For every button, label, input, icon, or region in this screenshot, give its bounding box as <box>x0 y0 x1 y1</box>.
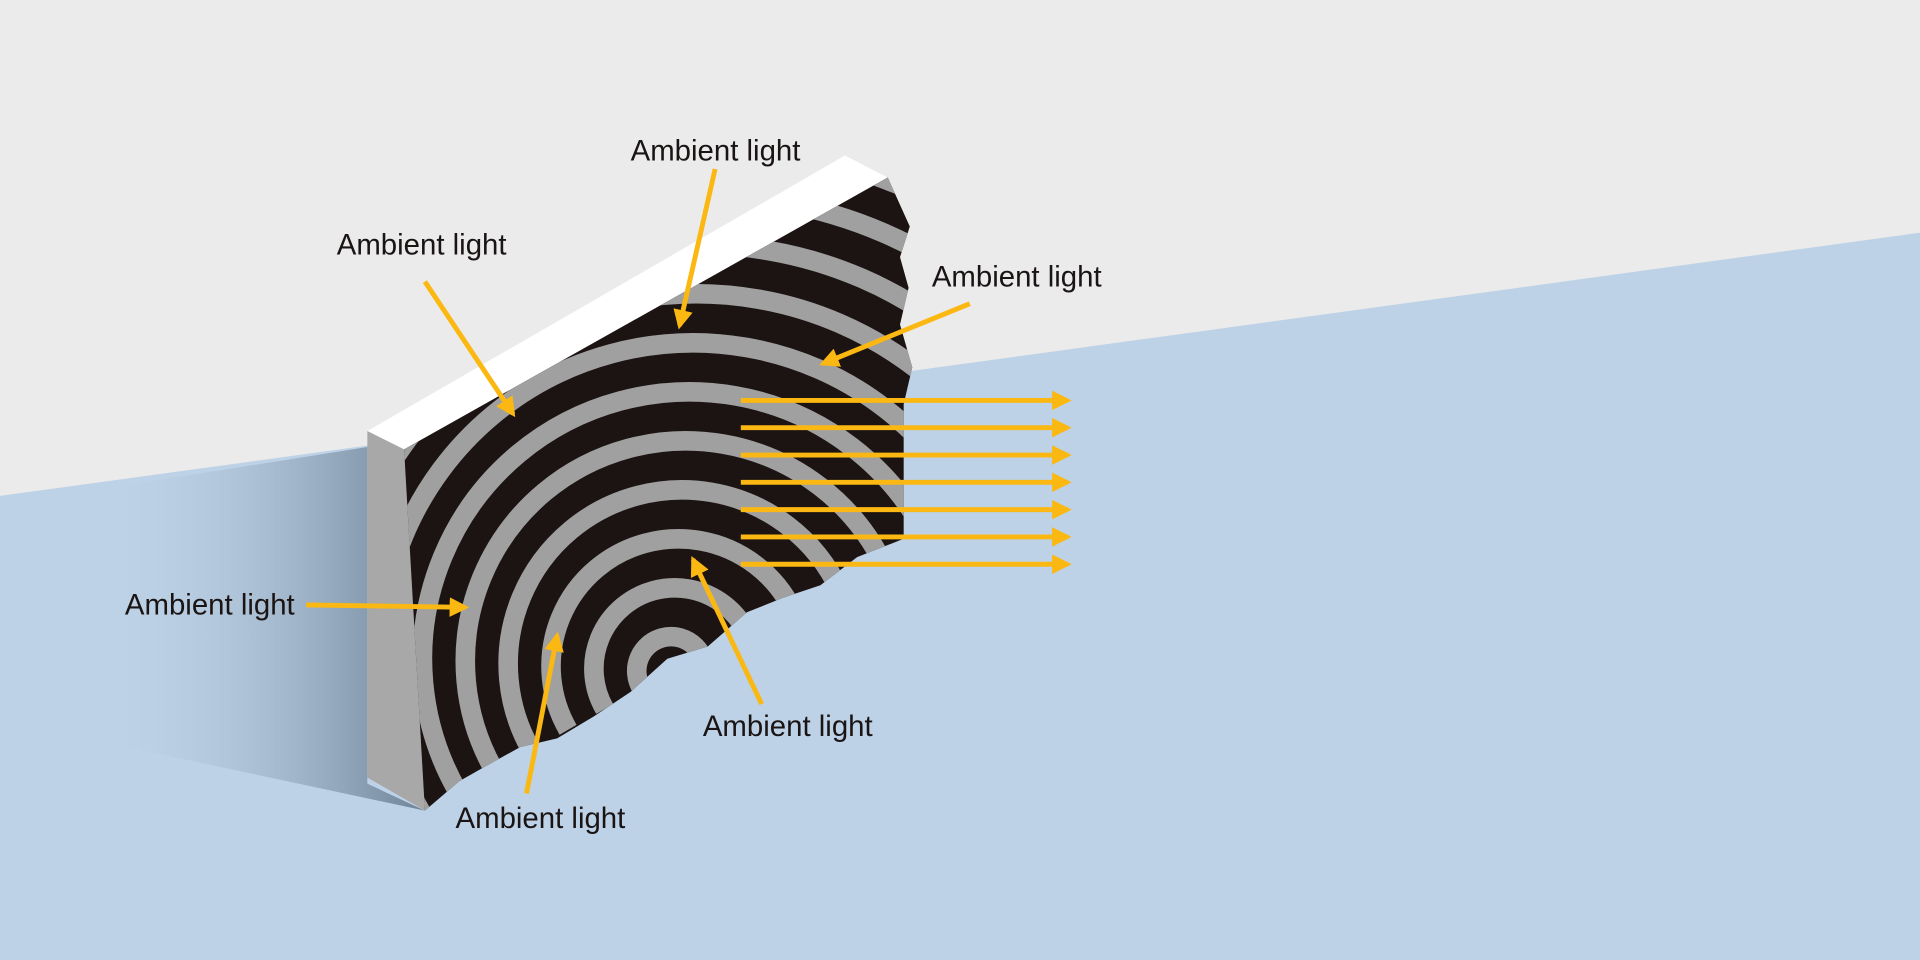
panel-top-edge <box>367 155 888 450</box>
label-ambient-light-bottom: Ambient light <box>456 802 626 835</box>
ambient-arrow-left <box>306 597 470 617</box>
ambient-arrow-bottom <box>524 631 564 794</box>
label-ambient-light-upper-right: Ambient light <box>932 261 1102 294</box>
ambient-arrow-lower-right <box>690 556 764 706</box>
panel-side-edge <box>367 431 425 811</box>
label-ambient-light-lower-right: Ambient light <box>703 710 873 743</box>
ambient-arrow-top <box>673 168 718 330</box>
fresnel-ring <box>498 480 866 756</box>
label-ambient-light-left: Ambient light <box>125 589 295 622</box>
floor <box>0 232 1920 960</box>
fresnel-ring <box>404 333 913 811</box>
ambient-arrow-upper-right <box>819 301 971 367</box>
label-ambient-light-upper-left: Ambient light <box>337 229 507 262</box>
panel-shadow <box>97 446 425 811</box>
ambient-arrow-upper-left <box>422 280 516 418</box>
label-ambient-light-top: Ambient light <box>631 134 801 167</box>
fresnel-ring <box>412 382 913 798</box>
fresnel-ring <box>455 431 913 777</box>
